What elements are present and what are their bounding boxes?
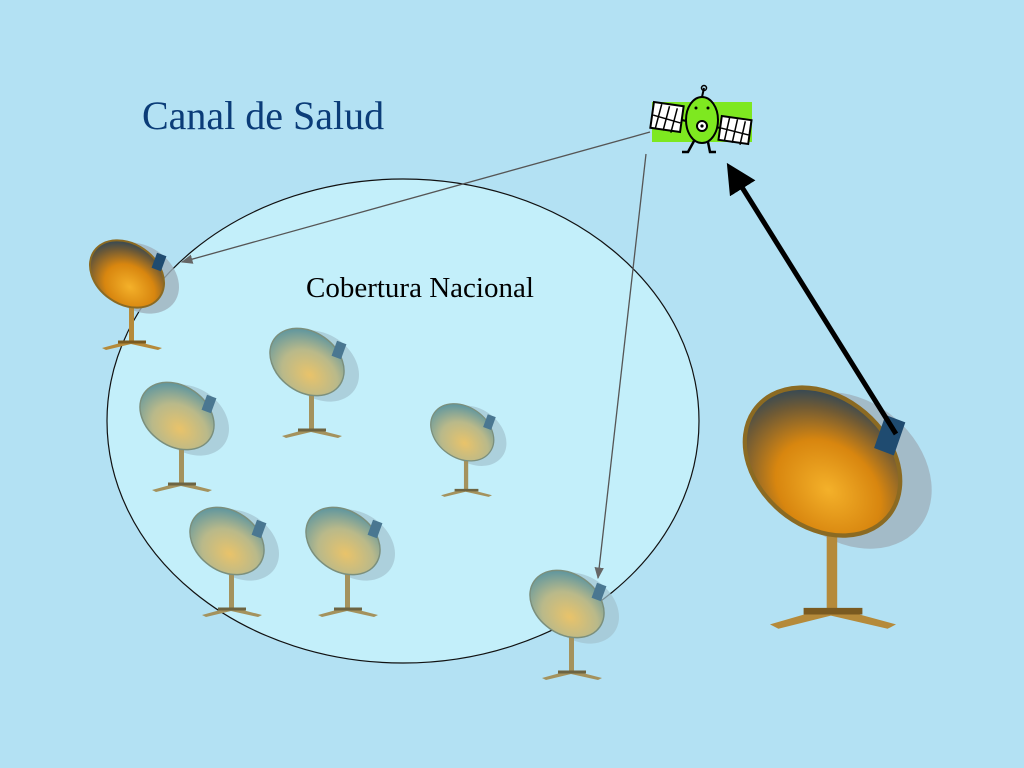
slide-title: Canal de Salud (142, 93, 385, 138)
downlink-beam-west (180, 131, 651, 264)
satellite-icon (649, 84, 753, 154)
coverage-label: Cobertura Nacional (306, 272, 534, 304)
uplink-beam (726, 162, 899, 436)
downlink-beam-south (594, 153, 647, 580)
uplink-dish (718, 357, 961, 629)
